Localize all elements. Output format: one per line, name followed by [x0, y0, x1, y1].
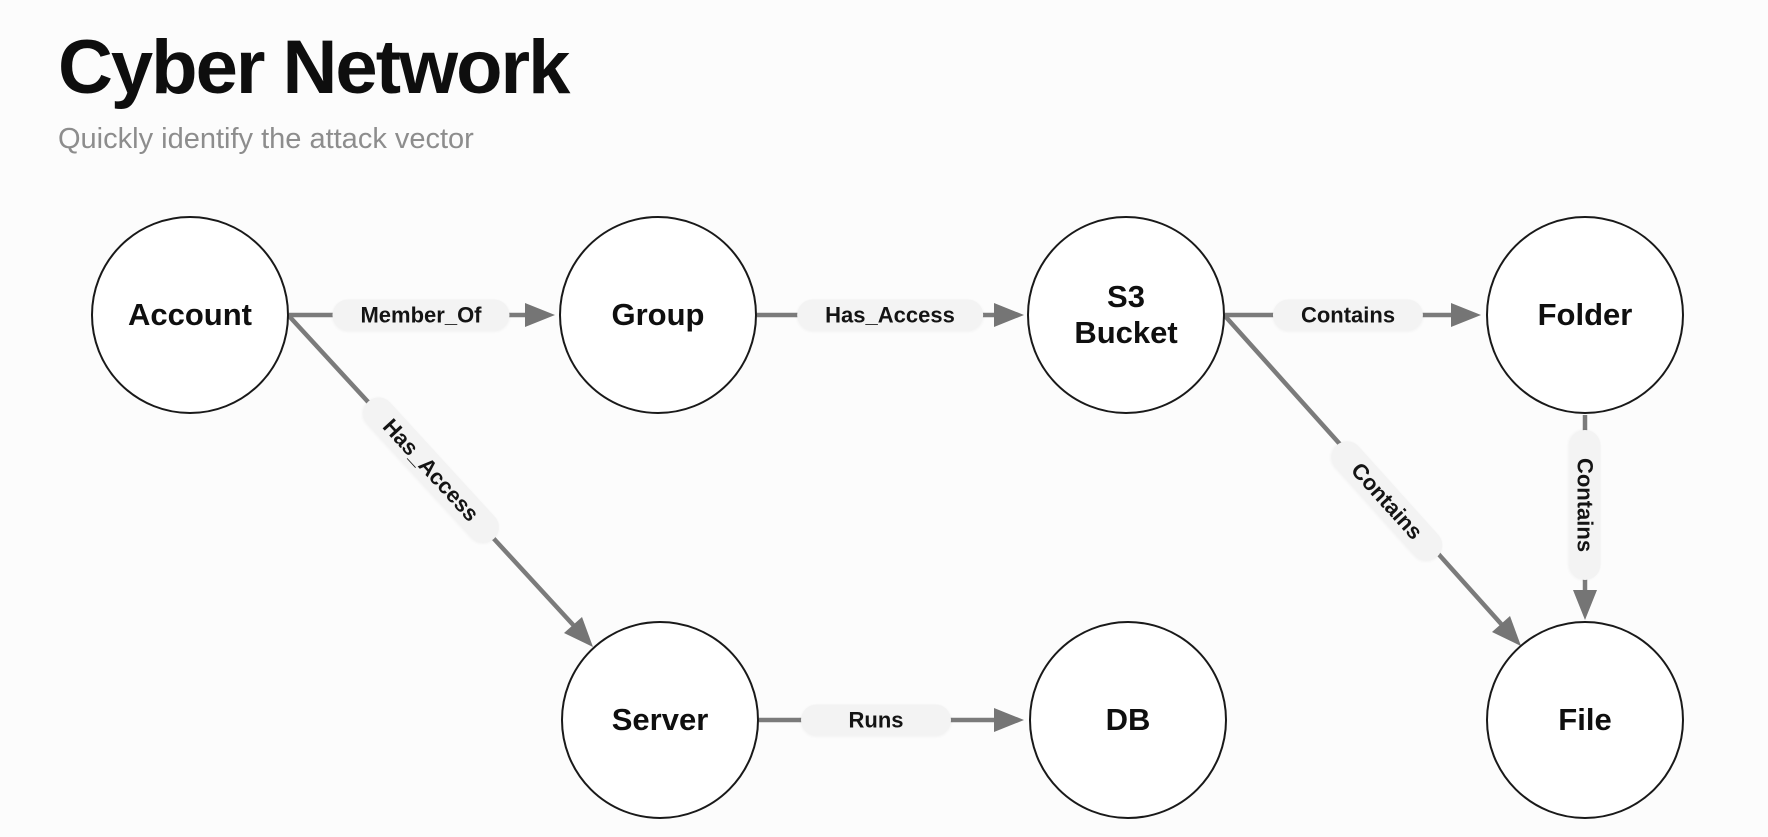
node-label-group: Group	[611, 297, 705, 333]
edge-label-s3-folder[interactable]: Contains	[1272, 299, 1424, 331]
arrowhead-icon-group-s3	[994, 303, 1024, 327]
page-title: Cyber Network	[58, 25, 570, 110]
graph-node-folder[interactable]: Folder	[1486, 216, 1684, 414]
graph-node-s3-bucket[interactable]: S3 Bucket	[1027, 216, 1225, 414]
graph-node-account[interactable]: Account	[91, 216, 289, 414]
page-subtitle: Quickly identify the attack vector	[58, 122, 474, 155]
graph-node-server[interactable]: Server	[561, 621, 759, 819]
arrowhead-icon-server-db	[994, 708, 1024, 732]
node-label-file: File	[1558, 702, 1612, 738]
node-label-folder: Folder	[1537, 297, 1633, 333]
node-label-account: Account	[128, 297, 252, 333]
edge-label-server-db[interactable]: Runs	[801, 704, 951, 736]
edge-label-group-s3[interactable]: Has_Access	[797, 299, 983, 331]
node-label-s3-bucket: S3 Bucket	[1074, 279, 1178, 350]
page-header: Cyber Network Quickly identify the attac…	[58, 25, 570, 156]
graph-node-db[interactable]: DB	[1029, 621, 1227, 819]
node-label-db: DB	[1105, 702, 1151, 738]
node-label-server: Server	[611, 702, 709, 738]
arrowhead-icon-s3-file	[1492, 616, 1521, 646]
edge-label-folder-file[interactable]: Contains	[1569, 429, 1601, 581]
arrowhead-icon-folder-file	[1573, 590, 1597, 620]
edge-label-account-group[interactable]: Member_Of	[332, 299, 510, 331]
graph-node-group[interactable]: Group	[559, 216, 757, 414]
arrowhead-icon-account-server	[564, 617, 593, 647]
graph-node-file[interactable]: File	[1486, 621, 1684, 819]
arrowhead-icon-s3-folder	[1451, 303, 1481, 327]
arrowhead-icon-account-group	[525, 303, 555, 327]
